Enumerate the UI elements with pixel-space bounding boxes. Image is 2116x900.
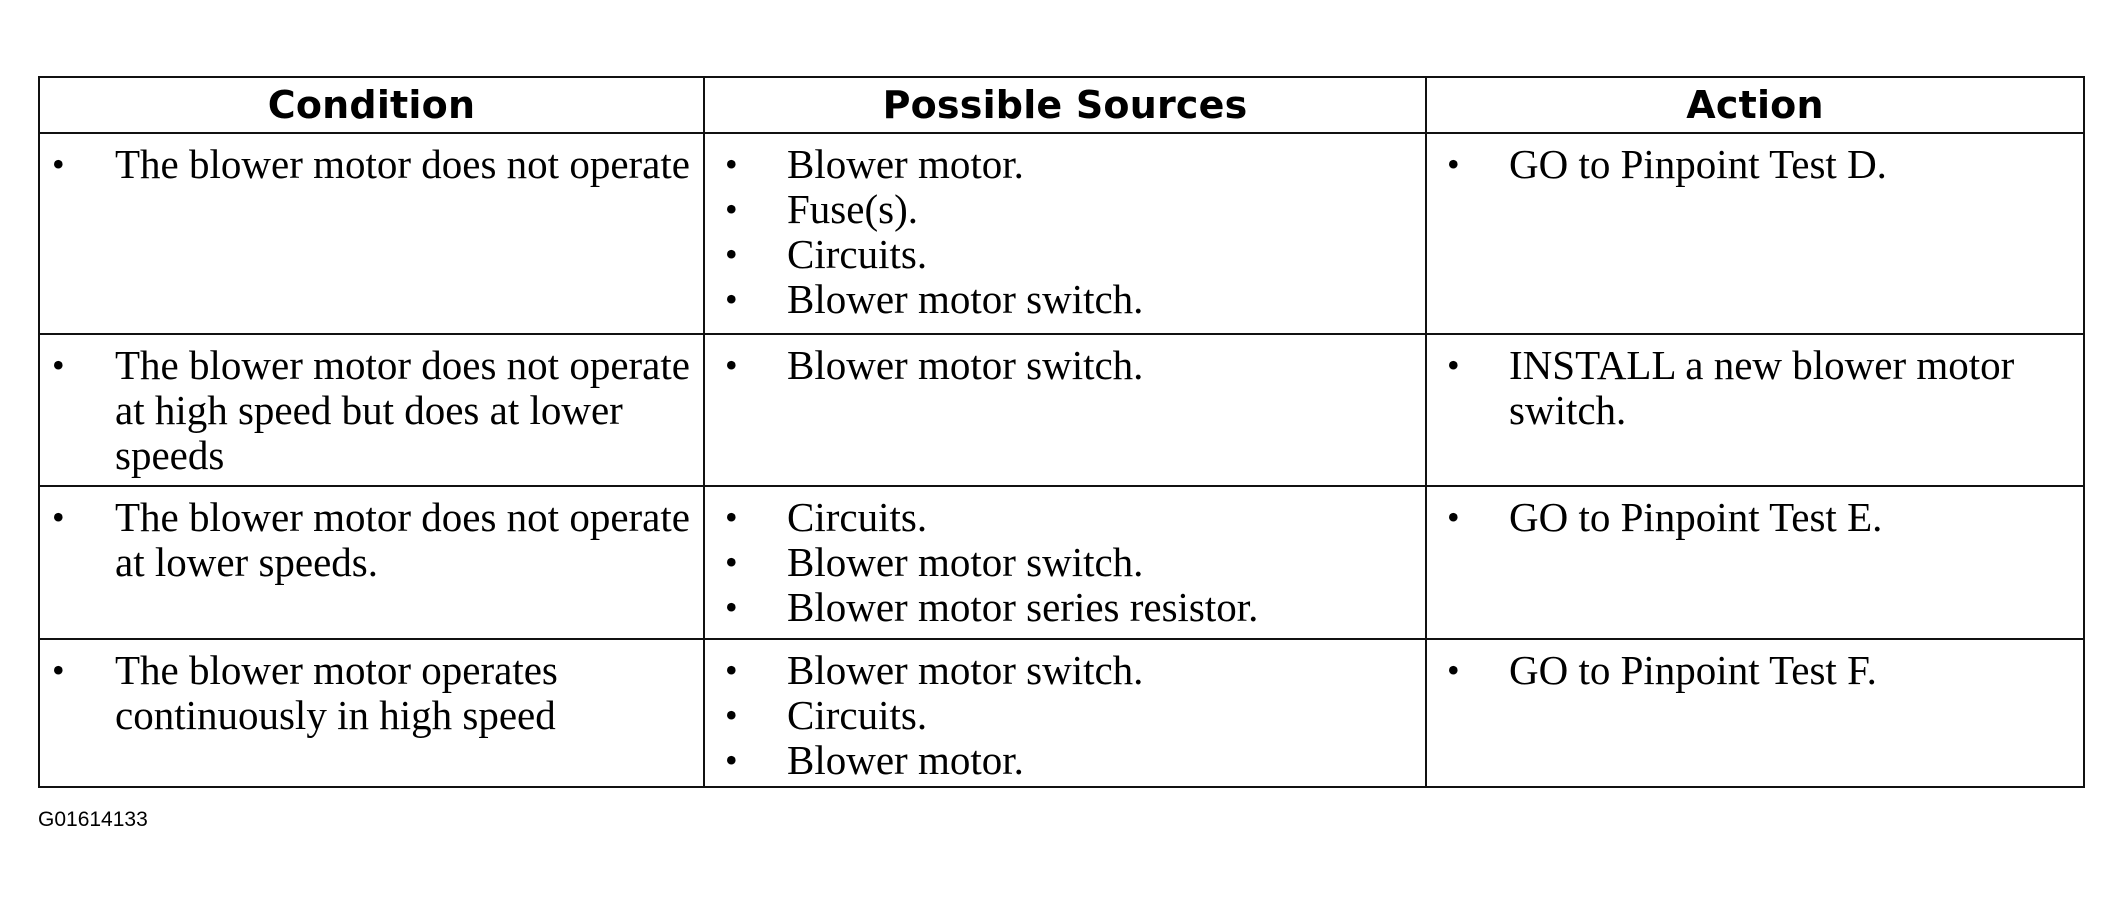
table-row: • The blower motor does not operate at hi… — [38, 333, 2085, 487]
sources-cell: • Circuits. • Blower motor switch. • Blower… — [703, 485, 1427, 640]
bullet-icon: • — [725, 234, 738, 274]
condition-text: The blower motor does not operate — [115, 141, 690, 187]
diagnosis-table: Condition Possible Sources Action • The b… — [38, 76, 2085, 788]
list-item: • Blower motor switch. — [705, 648, 1413, 693]
bullet-icon: • — [1447, 144, 1460, 184]
sources-cell: • Blower motor switch. — [703, 333, 1427, 487]
bullet-icon: • — [725, 279, 738, 319]
source-text: Fuse(s). — [787, 186, 918, 232]
list-item: • GO to Pinpoint Test E. — [1427, 495, 2071, 540]
condition-text: The blower motor does not operate at low… — [115, 494, 690, 585]
table-row: • The blower motor operates continuously … — [38, 638, 2085, 788]
source-text: Blower motor switch. — [787, 276, 1144, 322]
list-item: • The blower motor does not operate at lo… — [40, 495, 691, 585]
list-item: • Circuits. — [705, 232, 1413, 277]
list-item: • Blower motor switch. — [705, 277, 1413, 322]
action-text: INSTALL a new blower motor switch. — [1509, 342, 2015, 433]
bullet-icon: • — [52, 144, 65, 184]
bullet-icon: • — [725, 345, 738, 385]
list-item: • Circuits. — [705, 693, 1413, 738]
list-item: • The blower motor does not operate at hi… — [40, 343, 691, 478]
source-text: Blower motor switch. — [787, 647, 1144, 693]
condition-cell: • The blower motor does not operate at hi… — [38, 333, 705, 487]
list-item: • Blower motor switch. — [705, 540, 1413, 585]
list-item: • INSTALL a new blower motor switch. — [1427, 343, 2071, 433]
list-item: • Blower motor. — [705, 738, 1413, 783]
action-text: GO to Pinpoint Test E. — [1509, 494, 1883, 540]
bullet-icon: • — [725, 542, 738, 582]
condition-text: The blower motor does not operate at hig… — [115, 342, 690, 478]
source-text: Blower motor switch. — [787, 539, 1144, 585]
source-text: Blower motor. — [787, 737, 1024, 783]
table-row: • The blower motor does not operate at lo… — [38, 485, 2085, 640]
bullet-icon: • — [725, 189, 738, 229]
source-text: Blower motor. — [787, 141, 1024, 187]
list-item: • Blower motor series resistor. — [705, 585, 1413, 630]
list-item: • Blower motor. — [705, 142, 1413, 187]
header-condition: Condition — [38, 76, 705, 134]
bullet-icon: • — [1447, 345, 1460, 385]
bullet-icon: • — [725, 144, 738, 184]
condition-text: The blower motor operates continuously i… — [115, 647, 558, 738]
header-action: Action — [1425, 76, 2085, 134]
diagnosis-table-container: Condition Possible Sources Action • The b… — [38, 76, 2085, 788]
list-item: • Fuse(s). — [705, 187, 1413, 232]
source-text: Blower motor series resistor. — [787, 584, 1259, 630]
bullet-icon: • — [1447, 497, 1460, 537]
action-text: GO to Pinpoint Test F. — [1509, 647, 1877, 693]
condition-cell: • The blower motor does not operate at lo… — [38, 485, 705, 640]
list-item: • Blower motor switch. — [705, 343, 1413, 388]
bullet-icon: • — [1447, 650, 1460, 690]
source-text: Circuits. — [787, 692, 928, 738]
list-item: • Circuits. — [705, 495, 1413, 540]
sources-cell: • Blower motor switch. • Circuits. • Blower… — [703, 638, 1427, 788]
bullet-icon: • — [52, 497, 65, 537]
action-cell: • GO to Pinpoint Test F. — [1425, 638, 2085, 788]
table-row: • The blower motor does not operate • Blow… — [38, 132, 2085, 335]
action-cell: • GO to Pinpoint Test E. — [1425, 485, 2085, 640]
condition-cell: • The blower motor does not operate — [38, 132, 705, 335]
action-cell: • GO to Pinpoint Test D. — [1425, 132, 2085, 335]
bullet-icon: • — [725, 650, 738, 690]
bullet-icon: • — [725, 695, 738, 735]
figure-id: G01614133 — [38, 808, 148, 831]
list-item: • GO to Pinpoint Test F. — [1427, 648, 2071, 693]
source-text: Circuits. — [787, 494, 928, 540]
source-text: Blower motor switch. — [787, 342, 1144, 388]
list-item: • GO to Pinpoint Test D. — [1427, 142, 2071, 187]
action-cell: • INSTALL a new blower motor switch. — [1425, 333, 2085, 487]
bullet-icon: • — [725, 587, 738, 627]
sources-cell: • Blower motor. • Fuse(s). • Circuits. • Blo… — [703, 132, 1427, 335]
header-row: Condition Possible Sources Action — [38, 76, 2085, 134]
list-item: • The blower motor operates continuously … — [40, 648, 691, 738]
source-text: Circuits. — [787, 231, 928, 277]
bullet-icon: • — [52, 650, 65, 690]
list-item: • The blower motor does not operate — [40, 142, 691, 187]
header-possible-sources: Possible Sources — [703, 76, 1427, 134]
bullet-icon: • — [725, 740, 738, 780]
action-text: GO to Pinpoint Test D. — [1509, 141, 1887, 187]
bullet-icon: • — [725, 497, 738, 537]
bullet-icon: • — [52, 345, 65, 385]
condition-cell: • The blower motor operates continuously … — [38, 638, 705, 788]
